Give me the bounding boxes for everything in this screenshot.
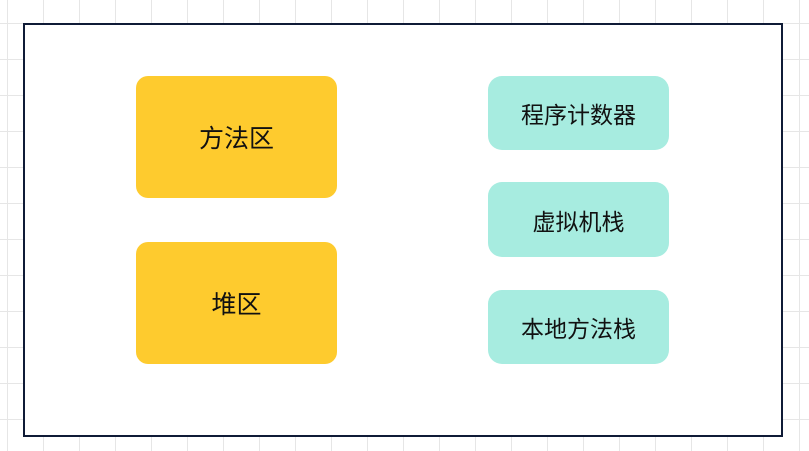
diagram-frame: 方法区 堆区 程序计数器 虚拟机栈 本地方法栈	[23, 23, 783, 437]
native-method-stack-label: 本地方法栈	[521, 317, 636, 343]
native-method-stack-box: 本地方法栈	[488, 290, 669, 364]
method-area-label: 方法区	[198, 124, 274, 153]
pc-register-box: 程序计数器	[488, 76, 669, 150]
heap-box: 堆区	[136, 242, 337, 364]
vm-stack-label: 虚拟机栈	[532, 209, 625, 236]
method-area-box: 方法区	[136, 76, 337, 198]
vm-stack-box: 虚拟机栈	[488, 182, 669, 257]
pc-register-label: 程序计数器	[521, 103, 636, 129]
heap-label: 堆区	[211, 290, 262, 319]
